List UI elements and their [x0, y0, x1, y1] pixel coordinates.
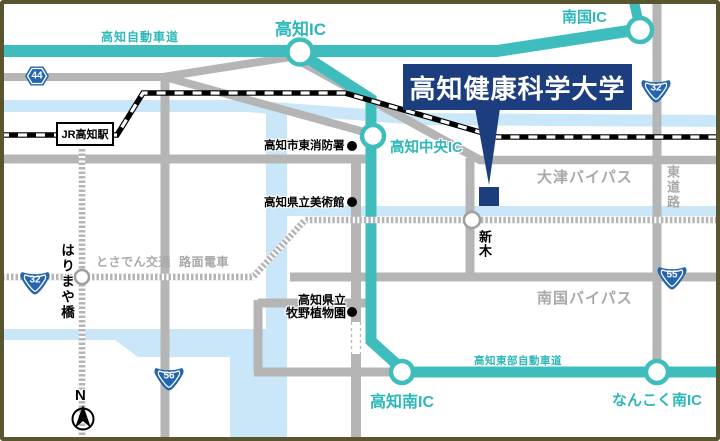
araki-station-label: 新木 — [477, 230, 492, 258]
shield-32-northeast-number: 32 — [650, 82, 662, 94]
university-name-box: 高知健康科学大学 — [403, 64, 632, 110]
kochi-chuo-ic-label: 高知中央IC — [390, 140, 463, 156]
botanical-garden-label-line2: 牧野植物園 — [286, 306, 347, 320]
kochi-tobu-expwy-label: 高知東部自動車道 — [474, 355, 562, 367]
nangoku-bypass-label: 南国バイパス — [537, 290, 633, 307]
kochi-minami-ic-circle — [388, 358, 416, 386]
river-north — [0, 100, 720, 127]
university-pointer — [475, 108, 500, 185]
jr-kochi-station-box: JR高知駅 — [56, 122, 114, 146]
botanical-garden-dot — [347, 307, 357, 317]
shield-32-northeast — [641, 80, 671, 103]
compass — [71, 405, 95, 431]
kochi-ic-circle — [285, 37, 315, 67]
university-square — [479, 187, 499, 206]
shield-55-number: 55 — [666, 269, 678, 281]
shield-32-harimaya — [20, 272, 50, 295]
kochi-expwy-label: 高知自動車道 — [101, 30, 180, 44]
shield-44 — [25, 66, 49, 86]
kochi-ic-label: 高知IC — [275, 20, 326, 39]
nankoku-minami-ic-label: なんこく南IC — [612, 392, 703, 409]
kochi-minami-ic-label: 高知南IC — [370, 394, 435, 411]
tram-lines — [0, 147, 720, 438]
kochi-expwy-line — [0, 25, 629, 57]
road-underpass — [350, 322, 362, 354]
river-middle — [278, 206, 720, 216]
art-museum-label: 高知県立美術館 — [264, 197, 345, 209]
route-shields — [20, 66, 687, 391]
compass-n-label: N — [75, 387, 86, 404]
landmark-dots — [347, 141, 357, 317]
shield-55 — [657, 267, 687, 290]
harimaya-bridge-label: はりまや橋 — [59, 243, 74, 321]
otsu-bypass-label: 大津バイパス — [537, 169, 633, 186]
shield-44-number: 44 — [31, 70, 43, 82]
art-museum-dot — [347, 197, 357, 207]
tram-stops — [73, 210, 482, 286]
fire-station-dot — [347, 141, 357, 151]
harimaya-stop-circle — [73, 268, 91, 286]
shield-56-number: 56 — [163, 370, 175, 382]
romendensha-label: 路面電車 — [179, 255, 230, 269]
road-diagonal-to-chuo — [163, 73, 370, 137]
nangoku-ic-circle — [625, 15, 655, 45]
kochi-chuo-ic-circle — [359, 122, 387, 150]
higashi-doro-label: 東道路 — [665, 165, 680, 210]
road-garden-l — [253, 300, 396, 377]
araki-stop-circle — [462, 210, 482, 230]
river-south-a — [0, 329, 115, 340]
tobu-expwy-line — [297, 48, 720, 378]
shield-32-harimaya-number: 32 — [29, 274, 41, 286]
nankoku-minami-ic-circle — [643, 358, 671, 386]
fire-station-label: 高知市東消防署 — [264, 140, 345, 152]
river-south-b — [115, 329, 230, 357]
nangoku-ic-label: 南国IC — [562, 9, 608, 26]
shield-56 — [154, 368, 184, 391]
compass-needle — [75, 405, 91, 428]
botanical-garden-label-line1: 高知県立 — [298, 293, 347, 307]
tosaden-label: とさでん交通 — [96, 255, 172, 269]
ic-circles — [285, 15, 671, 386]
university-marker — [475, 108, 500, 206]
